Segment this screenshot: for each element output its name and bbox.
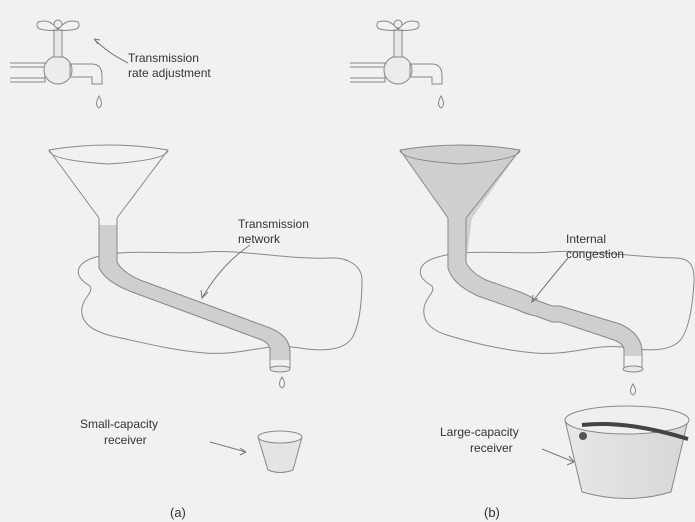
- faucet-pointer: [94, 39, 128, 63]
- bucket-icon: [565, 406, 689, 499]
- large-receiver-pointer: [542, 449, 574, 465]
- caption-a: (a): [170, 505, 186, 520]
- water-drop-icon: [631, 384, 636, 395]
- faucet-label: Transmission rate adjustment: [128, 51, 211, 80]
- small-receiver-icon: [258, 431, 302, 473]
- congestion-label: Internal congestion: [566, 232, 624, 261]
- small-receiver-label: Small-capacity receiver: [80, 417, 161, 447]
- network-label: Transmission network: [238, 217, 312, 246]
- panel-b: Internal congestion Large-capacity recei…: [350, 20, 694, 520]
- faucet-icon: [350, 20, 442, 84]
- funnel-pipe: [49, 145, 290, 372]
- panel-a: Transmission rate adjustment Transmissio…: [10, 20, 362, 520]
- water-drop-icon: [280, 377, 285, 388]
- water-drop-icon: [439, 96, 444, 108]
- small-receiver-pointer: [210, 442, 246, 455]
- large-receiver-label: Large-capacity receiver: [440, 425, 522, 455]
- caption-b: (b): [484, 505, 500, 520]
- water-drop-icon: [97, 96, 102, 108]
- faucet-icon: [10, 20, 102, 84]
- congestion-pointer: [532, 258, 568, 302]
